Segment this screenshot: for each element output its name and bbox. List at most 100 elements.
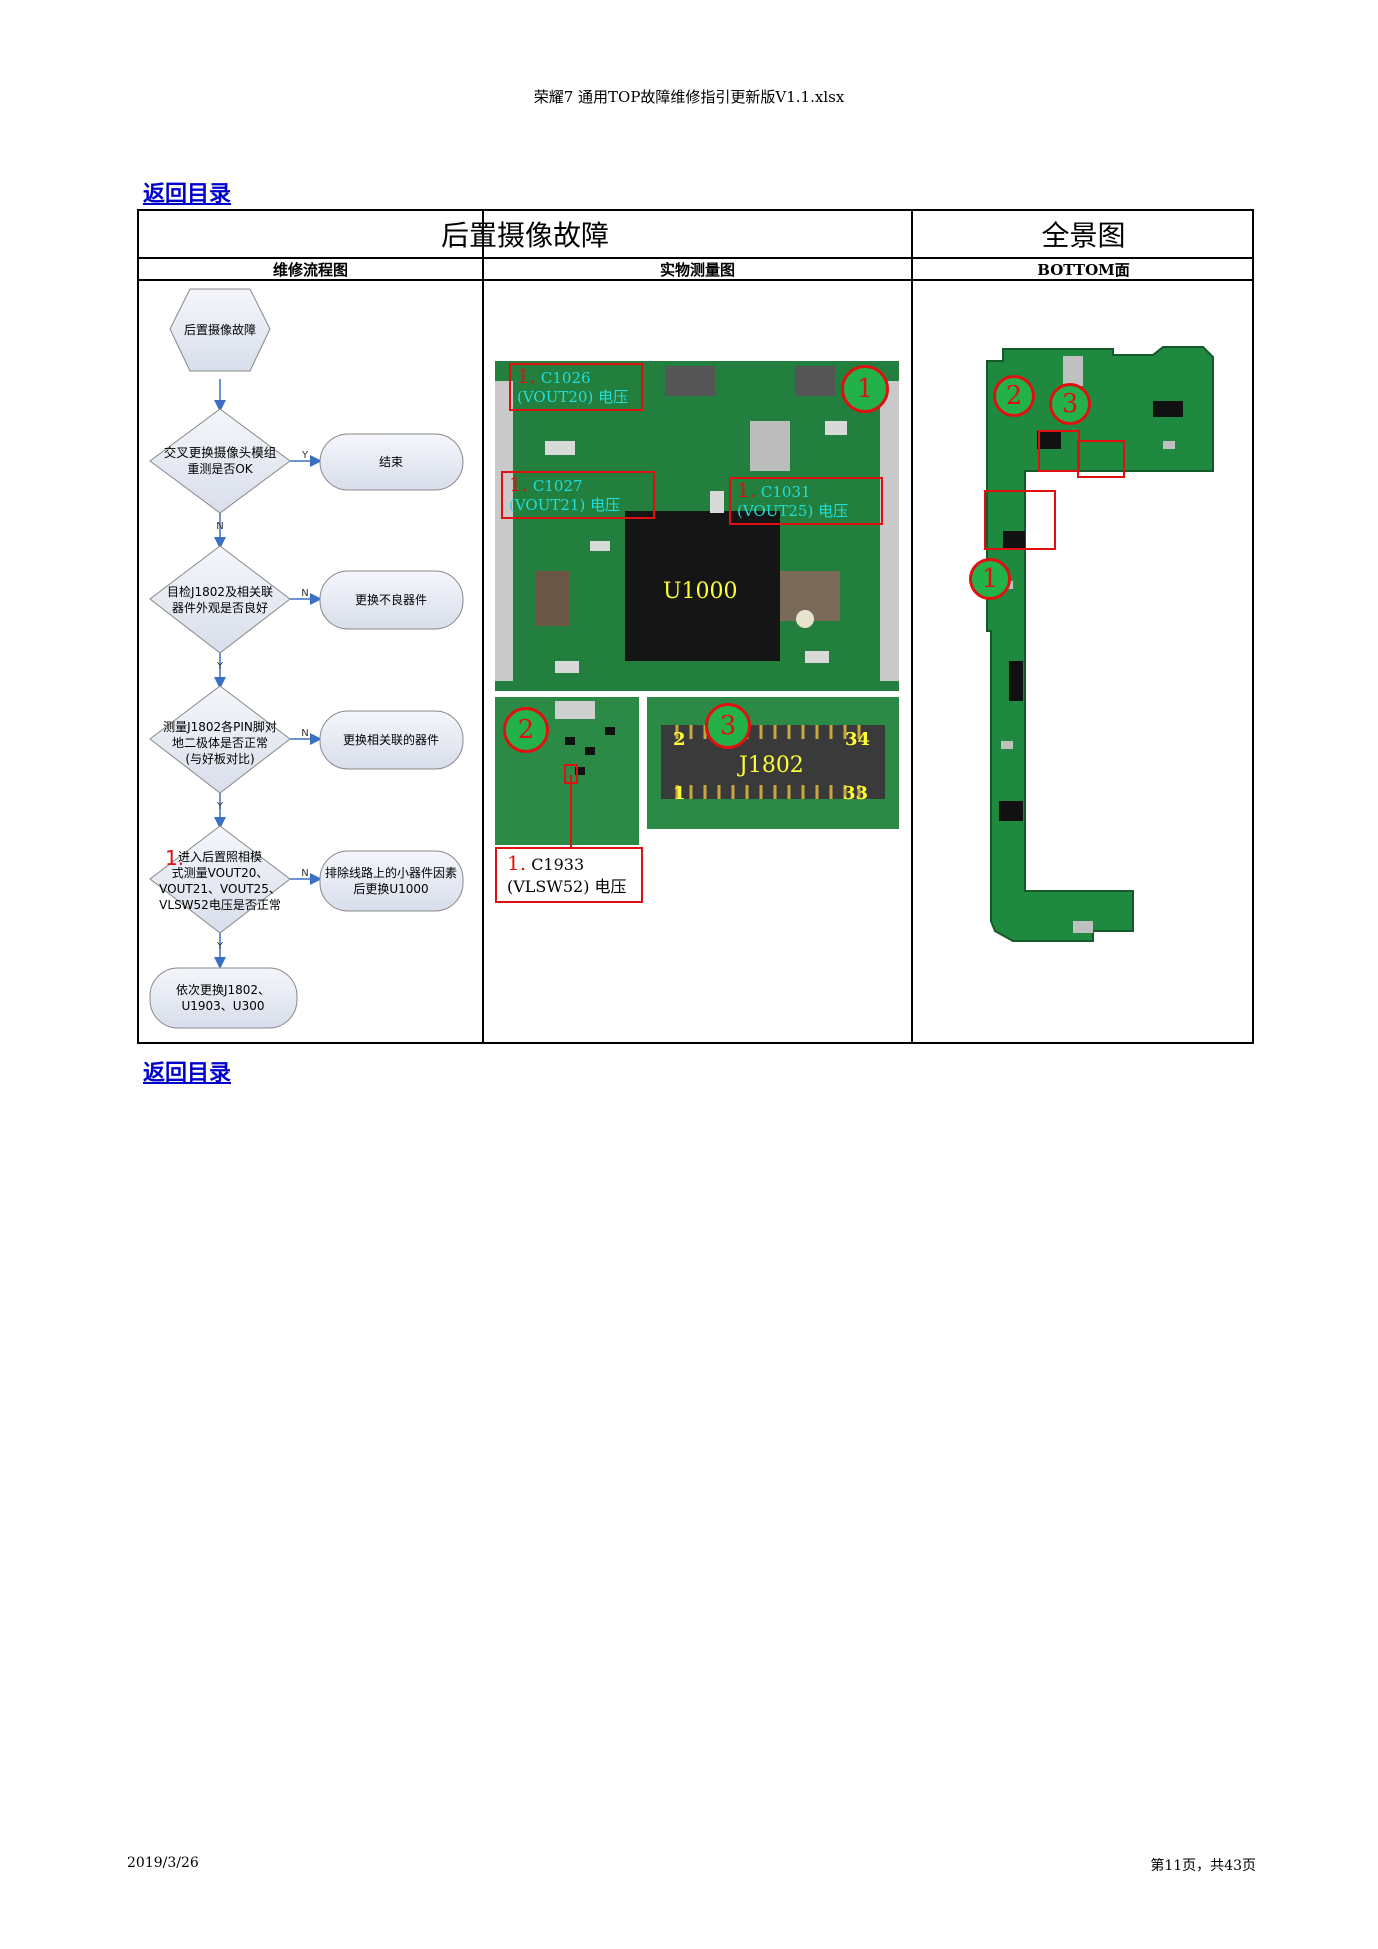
- flow-end1-text: 结束: [379, 455, 403, 469]
- c1933-label: C1933: [531, 855, 585, 874]
- row-divider: [139, 257, 1252, 259]
- j1802-label: J1802: [739, 753, 804, 778]
- svg-text:交叉更换摄像头模组: 交叉更换摄像头模组: [164, 445, 277, 460]
- svg-text:Y: Y: [216, 941, 224, 952]
- flow-decision-diode: [149, 685, 291, 794]
- callout-number: 1.: [517, 364, 537, 388]
- flow-final-line: U1903、U300: [181, 999, 264, 1013]
- c1027-label: C1027: [532, 477, 583, 495]
- callout-number: 1.: [737, 478, 757, 502]
- svg-text:N: N: [301, 588, 308, 599]
- flow-end2-text: 更换不良器件: [355, 592, 427, 607]
- column-divider: [911, 211, 913, 1042]
- flow-step2-line: 目检J1802及相关联: [167, 584, 273, 599]
- back-to-toc-link[interactable]: 返回目录: [143, 181, 232, 207]
- row-divider: [139, 279, 1252, 281]
- flow-step4-number: 1.: [165, 846, 184, 870]
- flow-yes-label: Y: [216, 661, 224, 672]
- c1027-callout: 1. C1027 (VOUT21) 电压: [501, 471, 655, 519]
- flow-step4-line: 进入后置照相模: [178, 850, 262, 864]
- svg-text:(与好板对比): (与好板对比): [185, 752, 254, 766]
- footer-date: 2019/3/26: [127, 1855, 199, 1871]
- flow-step1-line: 重测是否OK: [187, 462, 253, 476]
- svg-text:更换相关联的器件: 更换相关联的器件: [343, 732, 439, 747]
- flow-step4-line: VOUT21、VOUT25、: [159, 882, 281, 896]
- c1933-callout: 1. C1933 (VLSW52) 电压: [495, 847, 643, 903]
- svg-text:Y: Y: [216, 661, 224, 672]
- flow-decision-voltage: [149, 825, 291, 934]
- c1031-label: C1031: [760, 483, 811, 501]
- flow-final-node: [149, 967, 298, 1029]
- board-column-header: BOTTOM面: [1037, 260, 1130, 279]
- flow-replace-related-node: [319, 710, 464, 770]
- svg-text:地二极体是否正常: 地二极体是否正常: [172, 736, 268, 750]
- svg-text:结束: 结束: [379, 455, 403, 469]
- flow-start-text: 后置摄像故障: [184, 322, 256, 337]
- svg-text:器件外观是否良好: 器件外观是否良好: [172, 600, 268, 615]
- svg-text:U1903、U300: U1903、U300: [181, 999, 264, 1013]
- pin-2-label: 2: [673, 729, 686, 750]
- board-overview: 2 3 1: [913, 281, 1254, 1044]
- back-to-toc-link-bottom[interactable]: 返回目录: [143, 1060, 232, 1086]
- svg-text:进入后置照相模: 进入后置照相模: [178, 850, 262, 864]
- flow-step4-line: 式测量VOUT20、: [172, 866, 269, 880]
- flow-yes-label: Y: [216, 941, 224, 952]
- flow-yes-label: Y: [301, 450, 309, 461]
- flow-step3-line: (与好板对比): [185, 752, 254, 766]
- svg-text:排除线路上的小器件因素: 排除线路上的小器件因素: [325, 865, 457, 880]
- svg-text:后置摄像故障: 后置摄像故障: [184, 322, 256, 337]
- c1026-callout: 1. C1026 (VOUT20) 电压: [509, 363, 643, 411]
- location-badge-3: 3: [705, 703, 751, 749]
- svg-text:N: N: [301, 868, 308, 879]
- flow-step1-line: 交叉更换摄像头模组: [164, 445, 277, 460]
- location-badge-1: 1: [841, 365, 889, 413]
- svg-text:式测量VOUT20、: 式测量VOUT20、: [172, 866, 269, 880]
- svg-text:依次更换J1802、: 依次更换J1802、: [176, 982, 270, 997]
- svg-text:Y: Y: [216, 801, 224, 812]
- svg-text:VLSW52电压是否正常: VLSW52电压是否正常: [159, 898, 281, 912]
- fault-sheet: 后置摄像故障 全景图 维修流程图 实物测量图 BOTTOM面: [137, 209, 1254, 1044]
- board-badge-3: 3: [1049, 383, 1091, 425]
- svg-text:N: N: [216, 521, 223, 532]
- svg-text:1.: 1.: [165, 846, 184, 870]
- column-divider: [482, 211, 484, 1042]
- svg-text:VOUT21、VOUT25、: VOUT21、VOUT25、: [159, 882, 281, 896]
- c1933-desc: (VLSW52) 电压: [507, 877, 627, 896]
- flow-step3-line: 地二极体是否正常: [172, 736, 268, 750]
- svg-text:目检J1802及相关联: 目检J1802及相关联: [167, 584, 273, 599]
- flow-end3-text: 更换相关联的器件: [343, 732, 439, 747]
- flow-replace-bad-node: [319, 570, 464, 630]
- file-title: 荣耀7 通用TOP故障维修指引更新版V1.1.xlsx: [533, 88, 845, 106]
- flow-column-header: 维修流程图: [272, 260, 348, 279]
- svg-text:后更换U1000: 后更换U1000: [353, 882, 428, 896]
- flow-final-line: 依次更换J1802、: [176, 982, 270, 997]
- flow-start-node: [169, 288, 271, 372]
- board-badge-2: 2: [993, 375, 1035, 417]
- flow-end-node: [319, 433, 464, 491]
- flow-decision-visual: [149, 545, 291, 654]
- svg-text:N: N: [301, 728, 308, 739]
- u1000-area-photo: 1. C1026 (VOUT20) 电压 1. C1027 (VOUT21) 电…: [495, 361, 899, 691]
- flow-step4-line: VLSW52电压是否正常: [159, 898, 281, 912]
- callout-number: 1.: [509, 472, 529, 496]
- c1031-callout: 1. C1031 (VOUT25) 电压: [729, 477, 883, 525]
- flow-no-label: N: [301, 588, 308, 599]
- panorama-title: 全景图: [1041, 219, 1126, 252]
- pin-33-label: 33: [843, 783, 869, 804]
- pin-1-label: 1: [673, 783, 686, 804]
- flow-step3-line: 测量J1802各PIN脚对: [163, 719, 277, 734]
- flow-step2-line: 器件外观是否良好: [172, 600, 268, 615]
- flow-no-label: N: [301, 728, 308, 739]
- c1027-desc: (VOUT21) 电压: [509, 496, 621, 514]
- c1026-label: C1026: [540, 369, 591, 387]
- location-badge-2: 2: [503, 707, 549, 753]
- sheet-title: 后置摄像故障: [440, 219, 609, 252]
- c1031-desc: (VOUT25) 电压: [737, 502, 849, 520]
- repair-flowchart: 后置摄像故障 交叉更换摄像头模组 重测是否OK 结束 目检J1802及相关联 器…: [139, 281, 482, 1044]
- flow-yes-label: Y: [216, 801, 224, 812]
- flow-no-label: N: [216, 521, 223, 532]
- c1933-area-photo: 2: [495, 697, 639, 845]
- footer-page-number: 第11页，共43页: [1150, 1858, 1256, 1874]
- u1000-label: U1000: [663, 579, 738, 604]
- photo-column-header: 实物测量图: [659, 260, 735, 279]
